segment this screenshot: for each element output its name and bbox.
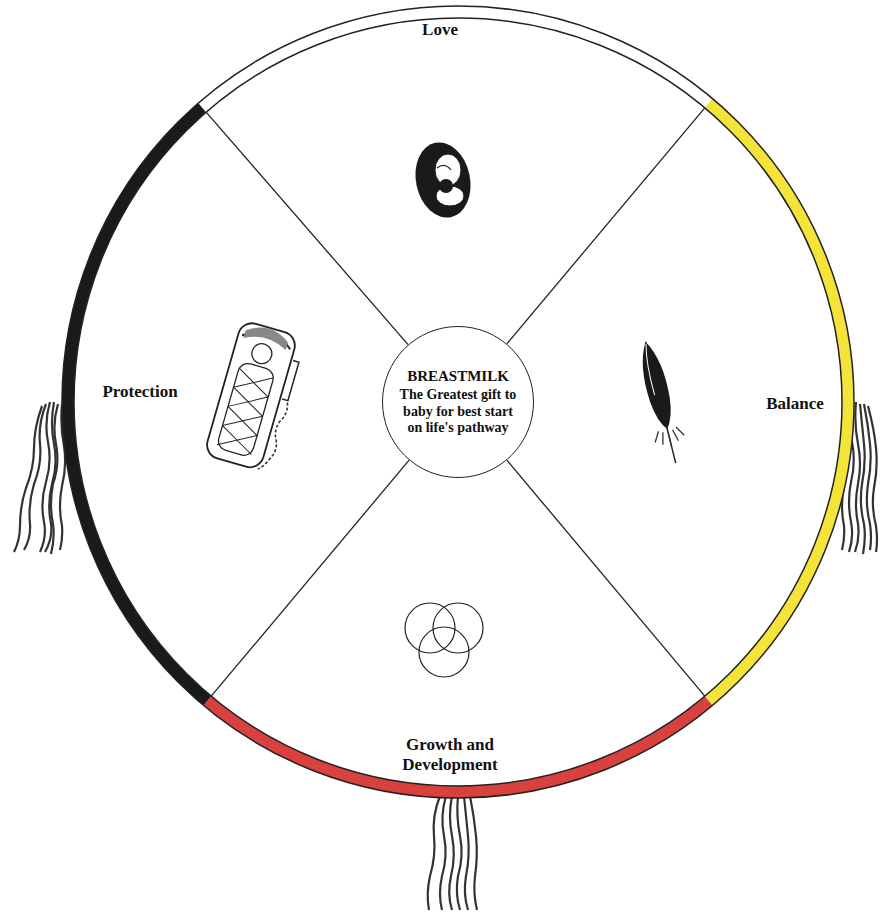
feather-icon [631,338,690,467]
label-growth: Growth and Development [390,735,510,776]
label-love: Love [340,20,540,40]
label-balance: Balance [735,394,855,414]
label-protection: Protection [75,382,205,402]
rim-outline [74,18,842,786]
mother-child-icon [409,137,478,223]
node-heading: BREASTMILK [388,368,528,385]
three-circles-icon [405,603,483,677]
tassel [14,402,65,554]
tassel [428,796,477,910]
center-circle: BREASTMILK The Greatest gift to baby for … [382,326,534,478]
cradleboard-icon [204,320,308,473]
quadrant-divider [206,108,705,696]
node-body: The Greatest gift to baby for best start… [396,387,520,435]
rim-outline [62,6,854,798]
